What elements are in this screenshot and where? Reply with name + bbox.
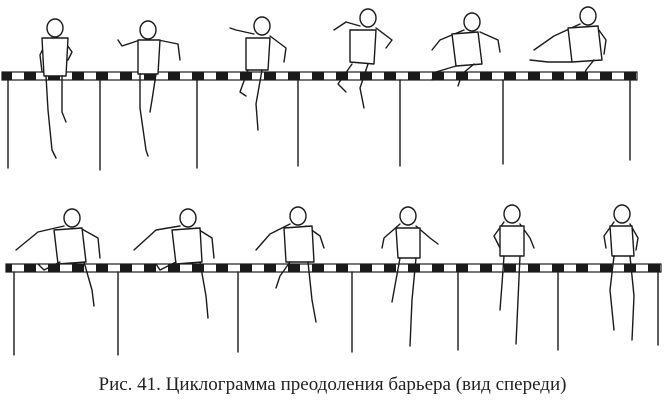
top-figure-2 [117,20,181,157]
hurdle-cyclogram-illustration [1,6,662,356]
bottom-figure-2 [133,208,215,319]
bottom-figure-4 [381,206,439,347]
bottom-figure-5 [493,204,535,345]
top-figure-5 [431,12,501,87]
bottom-figure-1 [15,208,101,307]
top-figure-4 [333,8,393,109]
top-figure-3 [229,16,287,131]
bottom-figure-3 [255,206,325,323]
figure-caption: Рис. 41. Циклограмма преодоления барьера… [98,374,567,395]
top-figure-6 [529,6,607,77]
top-hurdles [1,71,638,171]
bottom-hurdles [5,263,662,356]
bottom-figure-6 [603,204,639,341]
top-figure-1 [39,18,73,159]
